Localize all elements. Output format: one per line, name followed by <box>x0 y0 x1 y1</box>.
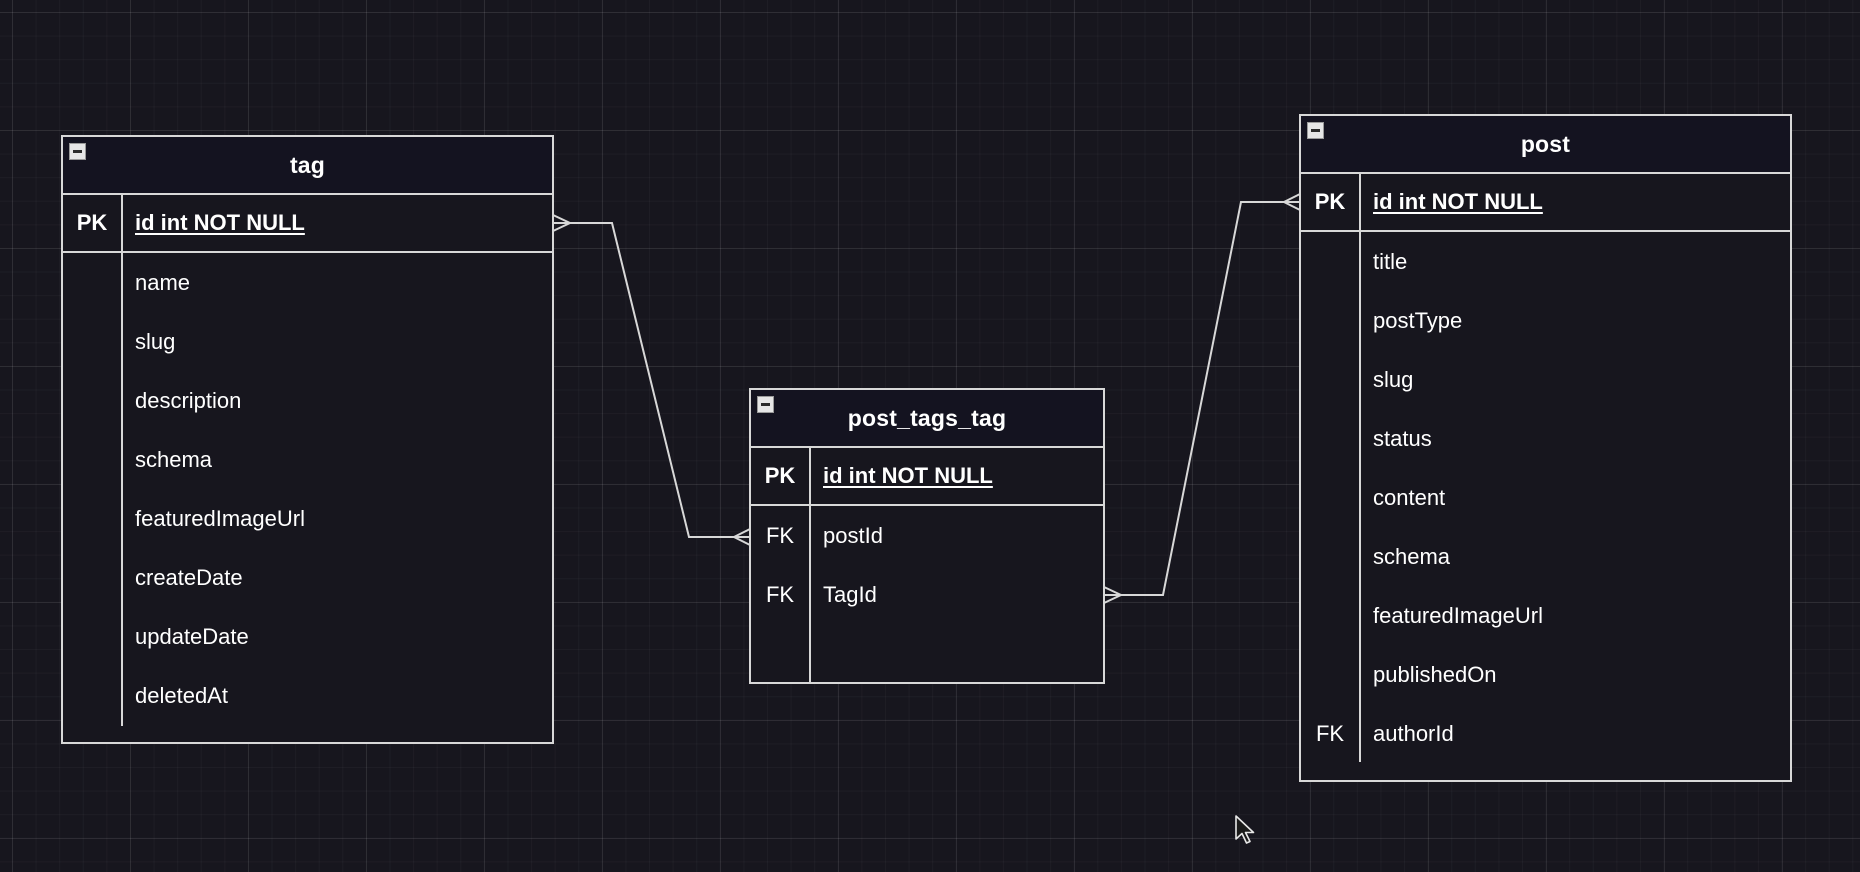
field-row[interactable] <box>751 624 1103 683</box>
entity-header[interactable]: post <box>1301 116 1790 174</box>
column-divider <box>121 195 123 251</box>
entity-header[interactable]: post_tags_tag <box>751 390 1103 448</box>
field-name: status <box>1373 425 1432 451</box>
field-row[interactable]: updateDate <box>63 607 552 666</box>
mouse-cursor-icon <box>1235 815 1255 844</box>
crowfoot-tag-end <box>552 214 573 232</box>
field-name: slug <box>135 328 176 354</box>
field-row[interactable]: slug <box>1301 350 1790 409</box>
field-row[interactable]: featuredImageUrl <box>63 489 552 548</box>
crowfoot-junction-postid-end <box>731 528 751 546</box>
field-name: schema <box>135 446 213 472</box>
field-name: featuredImageUrl <box>1373 602 1543 628</box>
field-row[interactable]: deletedAt <box>63 666 552 725</box>
field-row[interactable]: createDate <box>63 548 552 607</box>
crowfoot-junction-tagid-end <box>1103 586 1124 604</box>
field-row[interactable]: name <box>63 253 552 312</box>
key-label: FK <box>765 522 795 548</box>
field-name: featuredImageUrl <box>135 505 305 531</box>
field-name: updateDate <box>135 623 249 649</box>
key-label: FK <box>1315 720 1345 746</box>
key-label: PK <box>764 463 796 488</box>
column-divider <box>809 506 811 682</box>
field-name: postType <box>1373 307 1463 333</box>
crowfoot-post-end <box>1281 193 1301 211</box>
field-row[interactable]: schema <box>1301 527 1790 586</box>
field-name: publishedOn <box>1373 661 1497 687</box>
entity-post-tags-tag[interactable]: post_tags_tag PK id int NOT NULL FK postI… <box>749 388 1105 684</box>
column-divider <box>1359 232 1361 762</box>
entity-title: post <box>1520 130 1571 157</box>
field-name: id int NOT NULL <box>823 463 993 488</box>
field-name: id int NOT NULL <box>1373 189 1543 214</box>
relationship-post-post-tags[interactable] <box>1104 201 1300 596</box>
column-divider <box>809 448 811 504</box>
collapse-icon[interactable] <box>69 143 86 160</box>
relationship-tag-post-tags[interactable] <box>553 222 750 538</box>
field-row[interactable]: publishedOn <box>1301 645 1790 704</box>
field-name: description <box>135 387 242 413</box>
column-divider <box>121 253 123 726</box>
field-name: schema <box>1373 543 1451 569</box>
field-row[interactable]: FK TagId <box>751 565 1103 624</box>
field-name: deletedAt <box>135 682 228 708</box>
field-name: name <box>135 269 191 295</box>
field-row[interactable]: postType <box>1301 291 1790 350</box>
field-list: name slug description schema featuredIma… <box>63 253 552 726</box>
field-name: id int NOT NULL <box>135 210 305 235</box>
collapse-icon[interactable] <box>1307 122 1324 139</box>
field-list: FK postId FK TagId <box>751 506 1103 683</box>
field-name: authorId <box>1373 720 1454 746</box>
field-name: content <box>1373 484 1446 510</box>
primary-key-row[interactable]: PK id int NOT NULL <box>1301 174 1790 232</box>
field-row[interactable]: title <box>1301 232 1790 291</box>
entity-post[interactable]: post PK id int NOT NULL title postType s… <box>1299 114 1792 782</box>
entity-header[interactable]: tag <box>63 137 552 195</box>
field-name: title <box>1373 248 1408 274</box>
field-row[interactable]: FK authorId <box>1301 704 1790 763</box>
primary-key-row[interactable]: PK id int NOT NULL <box>751 448 1103 506</box>
field-list: title postType slug status content schem… <box>1301 232 1790 763</box>
collapse-icon[interactable] <box>757 396 774 413</box>
primary-key-row[interactable]: PK id int NOT NULL <box>63 195 552 253</box>
column-divider <box>1359 174 1361 230</box>
entity-tag[interactable]: tag PK id int NOT NULL name slug descrip… <box>61 135 554 744</box>
field-name: slug <box>1373 366 1414 392</box>
field-row[interactable]: slug <box>63 312 552 371</box>
field-name: createDate <box>135 564 243 590</box>
field-row[interactable]: schema <box>63 430 552 489</box>
field-row[interactable]: content <box>1301 468 1790 527</box>
entity-title: tag <box>289 151 326 178</box>
field-row[interactable]: status <box>1301 409 1790 468</box>
field-row[interactable]: description <box>63 371 552 430</box>
field-row[interactable]: featuredImageUrl <box>1301 586 1790 645</box>
field-name: TagId <box>823 581 877 607</box>
key-label: PK <box>76 210 108 235</box>
key-label: PK <box>1314 189 1346 214</box>
entity-title: post_tags_tag <box>847 404 1007 431</box>
key-label: FK <box>765 581 795 607</box>
field-row[interactable]: FK postId <box>751 506 1103 565</box>
field-name: postId <box>823 522 883 548</box>
